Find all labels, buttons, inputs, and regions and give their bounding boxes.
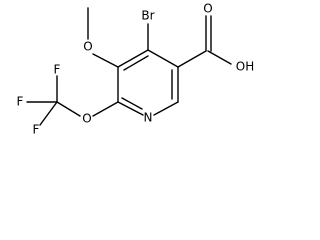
bond-o-cf3 [56,101,81,117]
atom-label-br: Br [141,9,154,23]
atom-label-f-left: F [17,95,24,109]
atom-labels: Br OH O O N O F F F [17,2,255,137]
substituent-bonds [26,7,232,126]
bond-c-f-bottom [39,101,58,126]
structure-canvas: Br OH O O N O F F F [0,0,268,138]
bond-n-c6 [117,101,144,116]
atom-label-carbonyl-o: O [203,2,212,16]
bond-c5-c4-inner [123,55,149,71]
bond-c5-c4 [117,49,149,68]
structure-diagram: Br OH O O N O F F F [17,2,255,137]
bond-c6-o [92,101,119,117]
atom-label-ring-n: N [144,111,153,125]
bond-c5-o [92,53,119,68]
bond-c2-n [153,101,179,116]
atom-label-oh: OH [236,60,254,74]
atom-label-f-bottom: F [33,123,40,137]
bond-c4-c3 [147,49,179,68]
pyridine-ring [117,49,179,116]
atom-label-ether-o: O [82,112,91,126]
atom-label-methoxy-o: O [83,40,92,54]
atom-label-f-top: F [54,63,61,77]
bond-c-oh [207,50,232,65]
bond-c3-cooh [177,50,207,68]
bond-n-c6-inner [121,97,143,110]
